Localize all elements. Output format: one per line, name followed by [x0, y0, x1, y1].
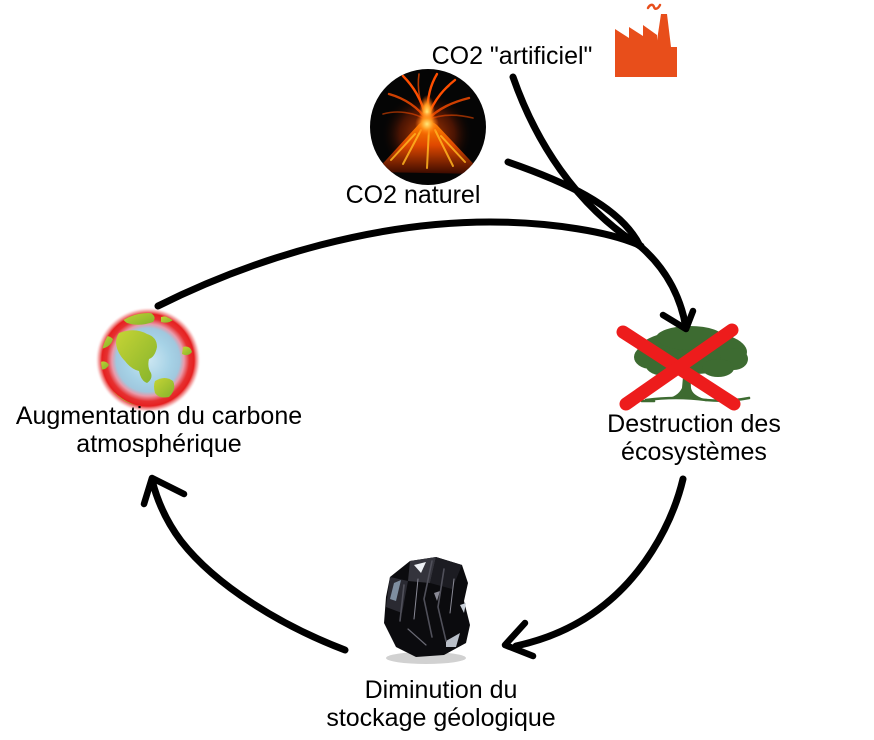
arrowhead-at-coal — [501, 619, 537, 660]
arrowhead-at-earth — [140, 474, 188, 508]
factory-smoke-squiggle — [646, 3, 662, 10]
label-ecosystems: Destruction des écosystèmes — [564, 410, 824, 466]
arrow-co2-artificiel-to-ecosystems — [509, 73, 644, 250]
label-storage-line2: stockage géologique — [326, 704, 556, 732]
coal-texture-streaks — [399, 560, 455, 646]
label-atmosphere-line2: atmosphérique — [76, 430, 242, 458]
tree-canopy — [634, 326, 748, 399]
label-atmosphere-line1: Augmentation du carbone — [15, 402, 303, 430]
arrow-storage-to-atmosphere — [148, 476, 349, 654]
arrow-atmosphere-to-ecosystems — [154, 218, 645, 310]
arrow-ecosystems-to-storage — [512, 475, 687, 650]
volcano-crater-glow — [415, 112, 439, 136]
coal-rock-photo — [384, 557, 470, 664]
label-co2-naturel: CO2 naturel — [345, 181, 481, 209]
factory-body — [615, 14, 677, 77]
label-ecosystems-line2: écosystèmes — [621, 438, 767, 466]
label-storage: Diminution du stockage géologique — [281, 676, 601, 732]
label-ecosystems-line1: Destruction des — [607, 410, 781, 438]
coal-shadow — [386, 652, 466, 664]
tree-icon — [634, 326, 751, 403]
tree-ground — [640, 396, 751, 403]
volcano-photo — [370, 69, 486, 185]
label-co2-artificiel: CO2 "artificiel" — [431, 42, 593, 70]
factory-icon — [615, 3, 677, 77]
label-atmosphere: Augmentation du carbone atmosphérique — [4, 402, 314, 458]
volcano-cone-streaks — [390, 127, 466, 169]
label-storage-line1: Diminution du — [364, 676, 518, 704]
glowing-earth-icon — [95, 307, 201, 413]
